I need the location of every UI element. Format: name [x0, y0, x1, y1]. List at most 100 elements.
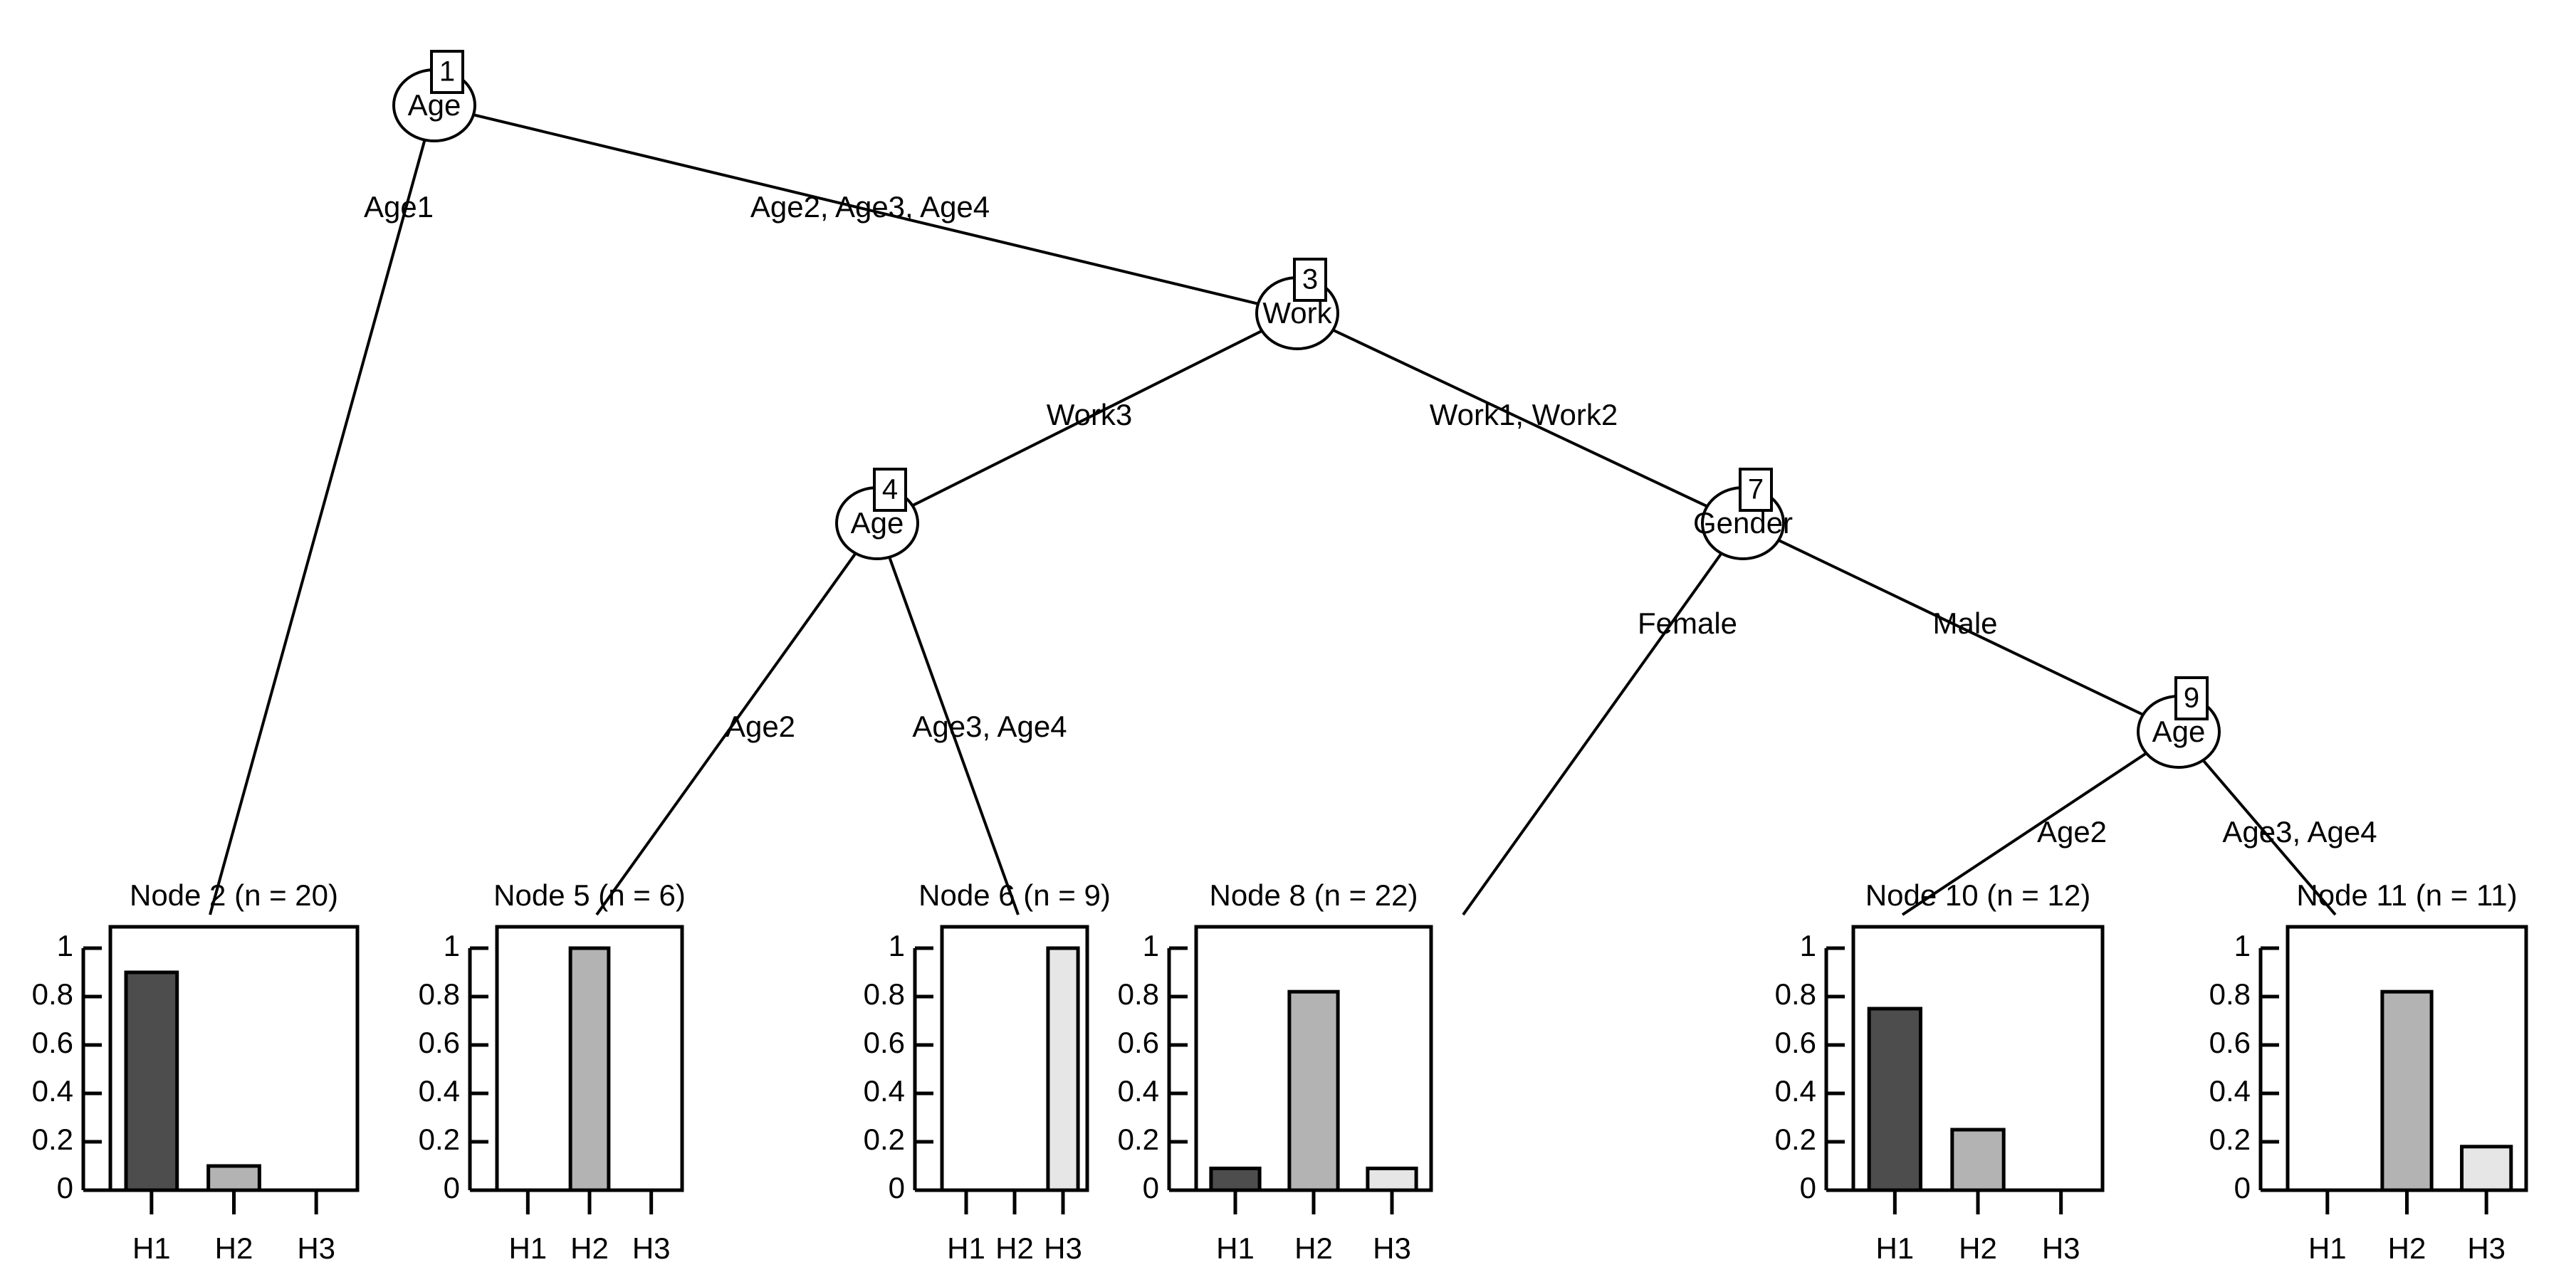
- node-id-box: [1739, 468, 1773, 512]
- y-tick-label: 1: [57, 929, 73, 962]
- tree-edge: [434, 104, 1298, 315]
- y-tick-label: 0: [889, 1171, 905, 1204]
- y-tick-label: 0.8: [1118, 977, 1159, 1011]
- bar-H3: [2460, 1145, 2513, 1192]
- tree-node-3[interactable]: Work3: [1255, 258, 1339, 350]
- edge-label: Age2: [726, 710, 795, 743]
- node-id-box: [1293, 258, 1327, 302]
- tree-edge: [1742, 522, 2179, 733]
- tree-edge: [1462, 522, 1744, 916]
- y-tick-label: 1: [1143, 929, 1159, 962]
- edge-label: Age3, Age4: [912, 710, 1067, 743]
- edge-label: Age3, Age4: [2222, 815, 2377, 849]
- x-tick-label: H2: [995, 1231, 1034, 1265]
- y-tick-label: 0.6: [1775, 1026, 1816, 1059]
- y-tick-label: 0.2: [1775, 1123, 1816, 1156]
- x-tick-label: H3: [297, 1231, 335, 1265]
- panel-title: Node 5 (n = 6): [493, 878, 686, 912]
- y-tick-label: 0: [57, 1171, 73, 1204]
- x-tick-label: H1: [132, 1231, 171, 1265]
- x-tick-label: H3: [2467, 1231, 2506, 1265]
- y-tick-label: 0.8: [1775, 977, 1816, 1011]
- y-tick-label: 0.4: [1775, 1074, 1816, 1108]
- y-tick-label: 0.8: [419, 977, 460, 1011]
- y-tick-label: 0: [2234, 1171, 2251, 1204]
- y-tick-label: 0.2: [32, 1123, 73, 1156]
- y-tick-label: 1: [1800, 929, 1816, 962]
- y-tick-label: 0.4: [1118, 1074, 1159, 1108]
- edge-label: Female: [1638, 606, 1737, 640]
- tree-edge: [876, 312, 1298, 525]
- panel-title: Node 8 (n = 22): [1209, 878, 1418, 912]
- y-tick-label: 0.6: [2209, 1026, 2251, 1059]
- edge-label: Male: [1932, 606, 1997, 640]
- x-tick-label: H3: [1373, 1231, 1411, 1265]
- tree-edge: [1297, 312, 1744, 525]
- y-tick-label: 0.8: [32, 977, 73, 1011]
- y-tick-label: 0: [1143, 1171, 1159, 1204]
- y-tick-label: 0.8: [864, 977, 905, 1011]
- y-tick-label: 0.2: [419, 1123, 460, 1156]
- bar-H2: [568, 946, 611, 1192]
- x-tick-label: H1: [508, 1231, 547, 1265]
- x-tick-label: H3: [1044, 1231, 1082, 1265]
- bar-H3: [1046, 946, 1080, 1192]
- y-tick-label: 0.4: [32, 1074, 73, 1108]
- panel-title: Node 6 (n = 9): [918, 878, 1111, 912]
- x-tick-label: H1: [2308, 1231, 2347, 1265]
- tree-edge: [209, 105, 436, 915]
- node-id-label: 1: [439, 56, 455, 88]
- node-id-label: 4: [882, 474, 898, 505]
- edge-label: Age2: [2037, 815, 2107, 849]
- y-tick-label: 0.2: [864, 1123, 905, 1156]
- tree-node-1[interactable]: Age1: [392, 50, 476, 142]
- y-tick-label: 1: [889, 929, 905, 962]
- y-tick-label: 0.8: [2209, 977, 2251, 1011]
- x-tick-label: H2: [1294, 1231, 1333, 1265]
- edge-label: Work3: [1047, 398, 1133, 431]
- y-tick-label: 0.4: [2209, 1074, 2251, 1108]
- y-tick-label: 0.6: [419, 1026, 460, 1059]
- y-tick-label: 0.6: [1118, 1026, 1159, 1059]
- bar-H1: [1867, 1007, 1923, 1192]
- node-id-label: 9: [2184, 683, 2199, 714]
- x-tick-label: H2: [2388, 1231, 2426, 1265]
- x-tick-label: H3: [2042, 1231, 2080, 1265]
- x-tick-label: H1: [1875, 1231, 1914, 1265]
- node-id-box: [430, 50, 464, 94]
- panel-title: Node 2 (n = 20): [130, 878, 338, 912]
- panel-title: Node 10 (n = 12): [1865, 878, 2090, 912]
- bar-H1: [124, 970, 179, 1192]
- bar-H3: [1366, 1166, 1418, 1192]
- tree-edge: [876, 522, 1020, 915]
- y-tick-label: 0.2: [1118, 1123, 1159, 1156]
- edge-label: Age2, Age3, Age4: [750, 190, 990, 224]
- x-tick-label: H2: [570, 1231, 609, 1265]
- y-tick-label: 1: [2234, 929, 2251, 962]
- y-tick-label: 1: [444, 929, 460, 962]
- y-tick-label: 0.6: [32, 1026, 73, 1059]
- x-tick-label: H3: [632, 1231, 671, 1265]
- bar-H2: [206, 1164, 261, 1192]
- node-id-box: [873, 468, 907, 512]
- node-id-label: 7: [1748, 474, 1764, 505]
- x-tick-label: H1: [947, 1231, 985, 1265]
- edge-label: Work1, Work2: [1430, 398, 1618, 431]
- y-tick-label: 0: [444, 1171, 460, 1204]
- panel-title: Node 11 (n = 11): [2296, 878, 2517, 912]
- bar-H2: [1287, 989, 1340, 1192]
- tree-node-4[interactable]: Age4: [835, 468, 919, 560]
- node-id-label: 3: [1302, 264, 1318, 295]
- node-id-box: [2174, 676, 2209, 720]
- y-tick-label: 0: [1800, 1171, 1816, 1204]
- bar-H2: [1950, 1128, 2006, 1192]
